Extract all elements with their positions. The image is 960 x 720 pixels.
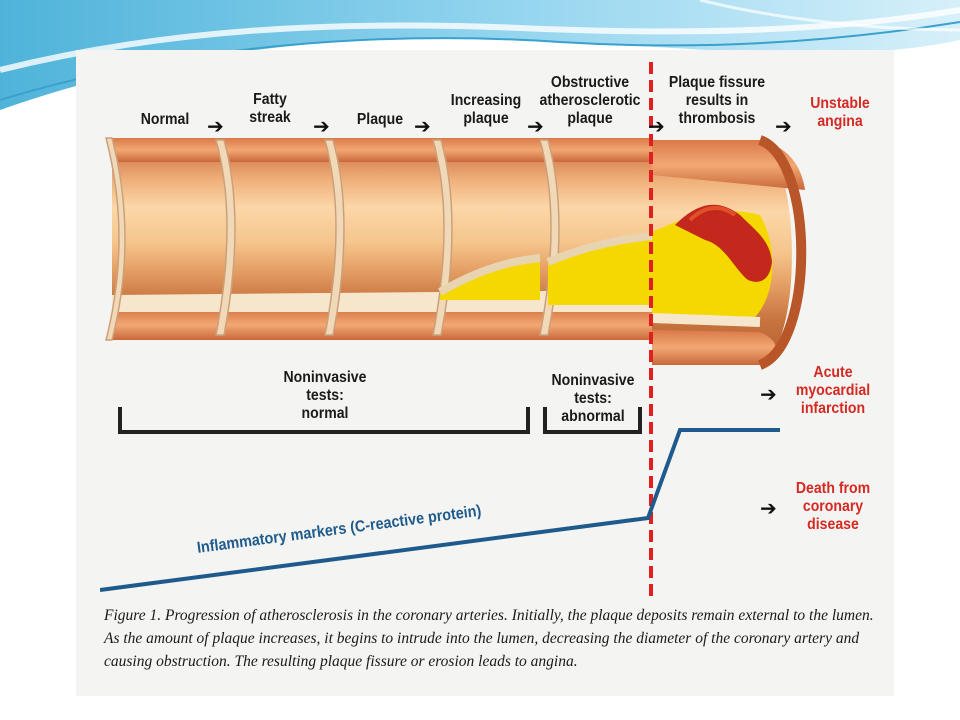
stage-plaque-label: Plaque bbox=[356, 111, 404, 128]
arrow-icon: ➔ bbox=[760, 382, 777, 406]
thrombosis-segment bbox=[651, 135, 807, 370]
bracket-normal bbox=[118, 407, 530, 434]
stage-obstructive-plaque-label: Obstructive atherosclerotic plaque bbox=[539, 74, 641, 127]
arrow-icon: ➔ bbox=[648, 114, 665, 138]
outcome-acute-mi: Acute myocardial infarction bbox=[795, 364, 871, 417]
artery-segments bbox=[105, 137, 652, 341]
arrow-icon: ➔ bbox=[775, 114, 792, 138]
arrow-icon: ➔ bbox=[414, 114, 431, 138]
arrow-icon: ➔ bbox=[760, 496, 777, 520]
inflammatory-marker-line bbox=[100, 428, 780, 592]
noninvasive-normal-label: Noninvasive tests: normal bbox=[283, 369, 367, 422]
outcome-death: Death from coronary disease bbox=[795, 480, 871, 533]
arrow-icon: ➔ bbox=[527, 114, 544, 138]
artery-progression-diagram bbox=[100, 62, 807, 600]
outcome-unstable-angina: Unstable angina bbox=[810, 95, 870, 130]
noninvasive-abnormal-label: Noninvasive tests: abnormal bbox=[551, 372, 635, 425]
stage-normal-label: Normal bbox=[140, 111, 190, 128]
plaque-deposits bbox=[438, 232, 653, 305]
figure-caption: Figure 1. Progression of atherosclerosis… bbox=[104, 607, 874, 670]
stage-fatty-streak-label: Fatty streak bbox=[249, 91, 291, 126]
bracket-abnormal bbox=[543, 407, 642, 434]
stage-increasing-plaque-label: Increasing plaque bbox=[450, 92, 522, 127]
arrow-icon: ➔ bbox=[313, 114, 330, 138]
stage-plaque-fissure-label: Plaque fissure results in thrombosis bbox=[668, 74, 766, 127]
arrow-icon: ➔ bbox=[207, 114, 224, 138]
